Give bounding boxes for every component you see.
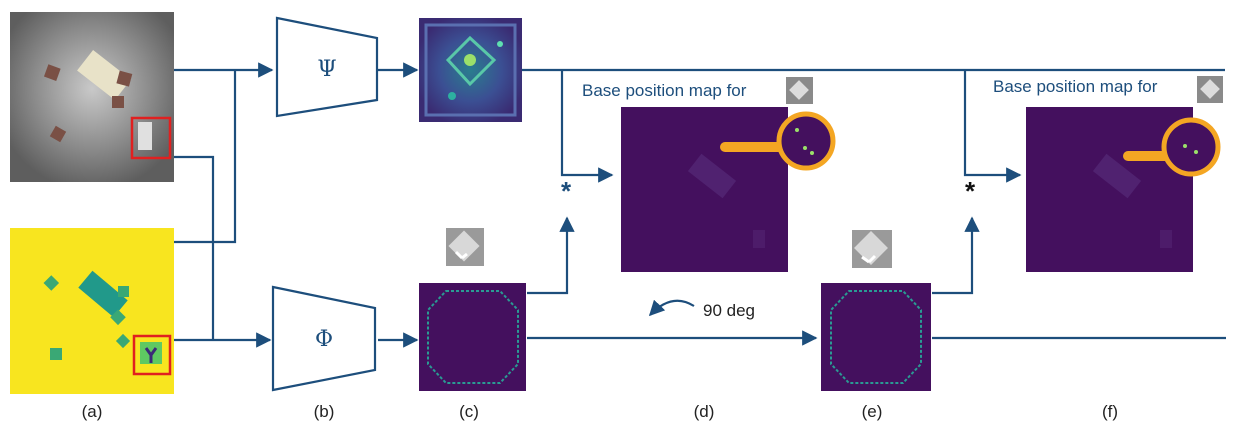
semantic-map-image: [10, 228, 174, 394]
magnifier-f: [1161, 117, 1221, 177]
robot-marker-box: [130, 116, 172, 160]
panel-label-f: (f): [1102, 402, 1118, 421]
psi-symbol: Ψ: [317, 57, 336, 82]
panel-label-e: (e): [862, 402, 883, 421]
magnifier-d: [776, 111, 836, 171]
robot-thumbnail-e: [852, 230, 892, 268]
feature-map-image: [419, 18, 522, 122]
base-position-map-f: [1026, 107, 1221, 272]
panel-label-c: (c): [459, 402, 479, 421]
robot-marker-box-semantic: [132, 334, 172, 376]
phi-symbol: Φ: [315, 327, 333, 352]
kernel-map-c: [419, 283, 526, 391]
top-down-rgb-image: [10, 12, 174, 182]
panel-label-a: (a): [82, 402, 103, 421]
convolution-star-2: *: [965, 176, 976, 206]
convolution-star-1: *: [561, 176, 572, 206]
kernel-map-e: [821, 283, 931, 391]
rotation-label: 90 deg: [703, 301, 755, 320]
panel-label-b: (b): [314, 402, 335, 421]
base-map-title-d: Base position map for: [582, 81, 747, 100]
phi-network: Φ: [271, 285, 377, 392]
flow-lines: [174, 62, 1226, 348]
psi-network: Ψ: [275, 16, 379, 118]
robot-icon-f: [1197, 76, 1223, 103]
panel-label-d: (d): [694, 402, 715, 421]
base-position-map-d: [621, 107, 836, 272]
robot-thumbnail-c: [446, 228, 484, 266]
base-map-title-f: Base position map for: [993, 77, 1158, 96]
robot-icon-d: [786, 77, 813, 104]
